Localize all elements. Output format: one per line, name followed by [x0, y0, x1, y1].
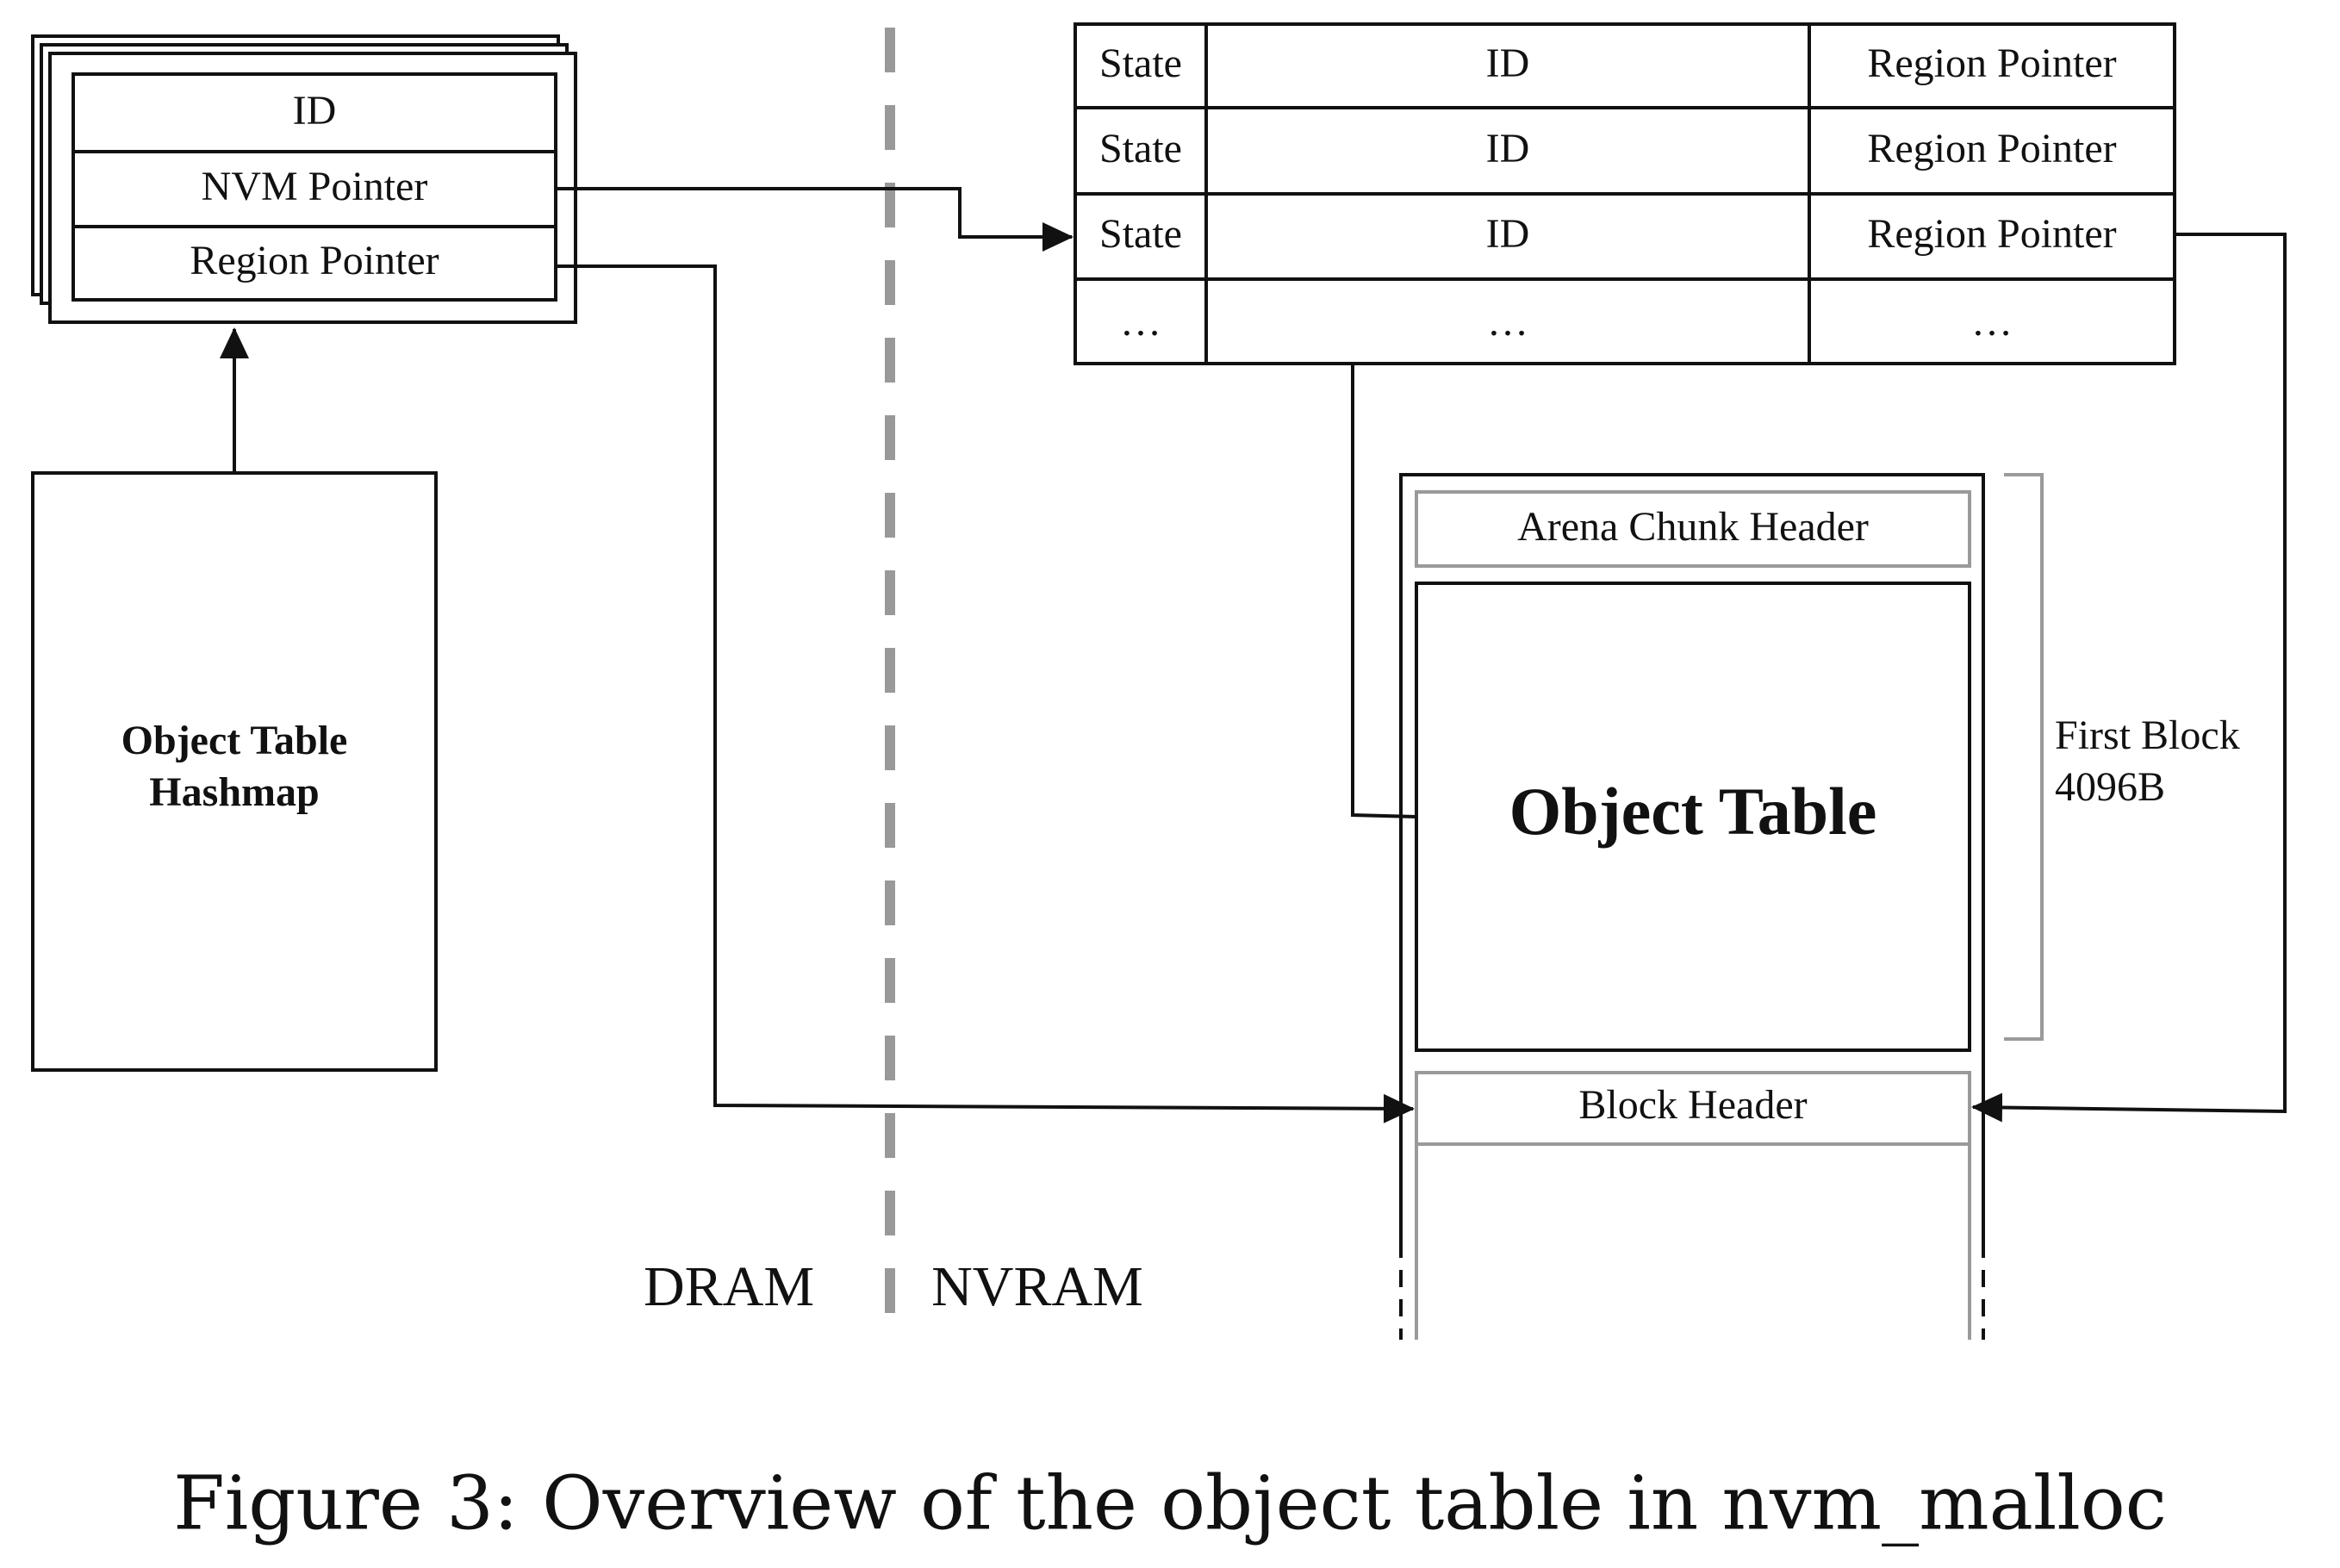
first-block-label-line1: First Block	[2055, 712, 2240, 758]
hashmap-box	[31, 471, 438, 1072]
row-1-region-pointer: Region Pointer	[1867, 40, 2116, 86]
figure-caption: Figure 3: Overview of the object table i…	[173, 1461, 2167, 1547]
row-3-id: ID	[1486, 211, 1530, 257]
dram-label: DRAM	[644, 1255, 814, 1318]
object-table-label: Object Table	[1509, 774, 1877, 849]
first-block-bracket	[2004, 473, 2044, 1041]
hashmap-entry-record	[72, 72, 557, 302]
hashmap-entry-nvm-pointer-field: NVM Pointer	[202, 164, 428, 209]
row-4-region-pointer-ellipsis: …	[1971, 299, 2013, 345]
hashmap-entry-stack: ID NVM Pointer Region Pointer	[31, 34, 577, 324]
row-2-id: ID	[1486, 126, 1530, 171]
hashmap-entry-region-pointer-field: Region Pointer	[190, 238, 439, 283]
nvram-label: NVRAM	[931, 1255, 1143, 1318]
first-block-label-line2: 4096B	[2055, 764, 2165, 810]
object-rows-to-object-table-connector	[1351, 364, 1417, 818]
object-table-hashmap: Object Table Hashmap	[31, 471, 438, 1072]
arena-chunk-header-box	[1415, 490, 1971, 568]
row-4-id-ellipsis: …	[1487, 299, 1528, 345]
object-table-box	[1415, 582, 1971, 1052]
nvm-pointer-to-object-row-arrow	[556, 187, 1074, 252]
row-1-id: ID	[1486, 40, 1530, 86]
arena-chunk-outer-border	[1399, 473, 1985, 1241]
row-1-state: State	[1099, 40, 1182, 86]
hashmap-label-line1: Object Table	[121, 718, 348, 763]
hashmap-label-line2: Hashmap	[149, 769, 319, 815]
object-table-rows: State ID Region Pointer State ID Region …	[1074, 22, 2176, 365]
region-pointer-to-block-header-arrow	[556, 264, 1415, 1123]
row-4-state-ellipsis: …	[1120, 299, 1161, 345]
arena-chunk: Arena Chunk Header Object Table Block He…	[1399, 473, 2240, 1340]
row-2-region-pointer: Region Pointer	[1867, 126, 2116, 171]
block-header-box	[1415, 1071, 1971, 1340]
hashmap-entry-id-field: ID	[293, 88, 337, 134]
row-region-pointer-to-block-header-arrow	[1971, 233, 2287, 1123]
arena-chunk-header-label: Arena Chunk Header	[1517, 504, 1869, 550]
row-3-region-pointer: Region Pointer	[1867, 211, 2116, 257]
row-3-state: State	[1099, 211, 1182, 257]
row-2-state: State	[1099, 126, 1182, 171]
block-header-label: Block Header	[1578, 1082, 1807, 1128]
